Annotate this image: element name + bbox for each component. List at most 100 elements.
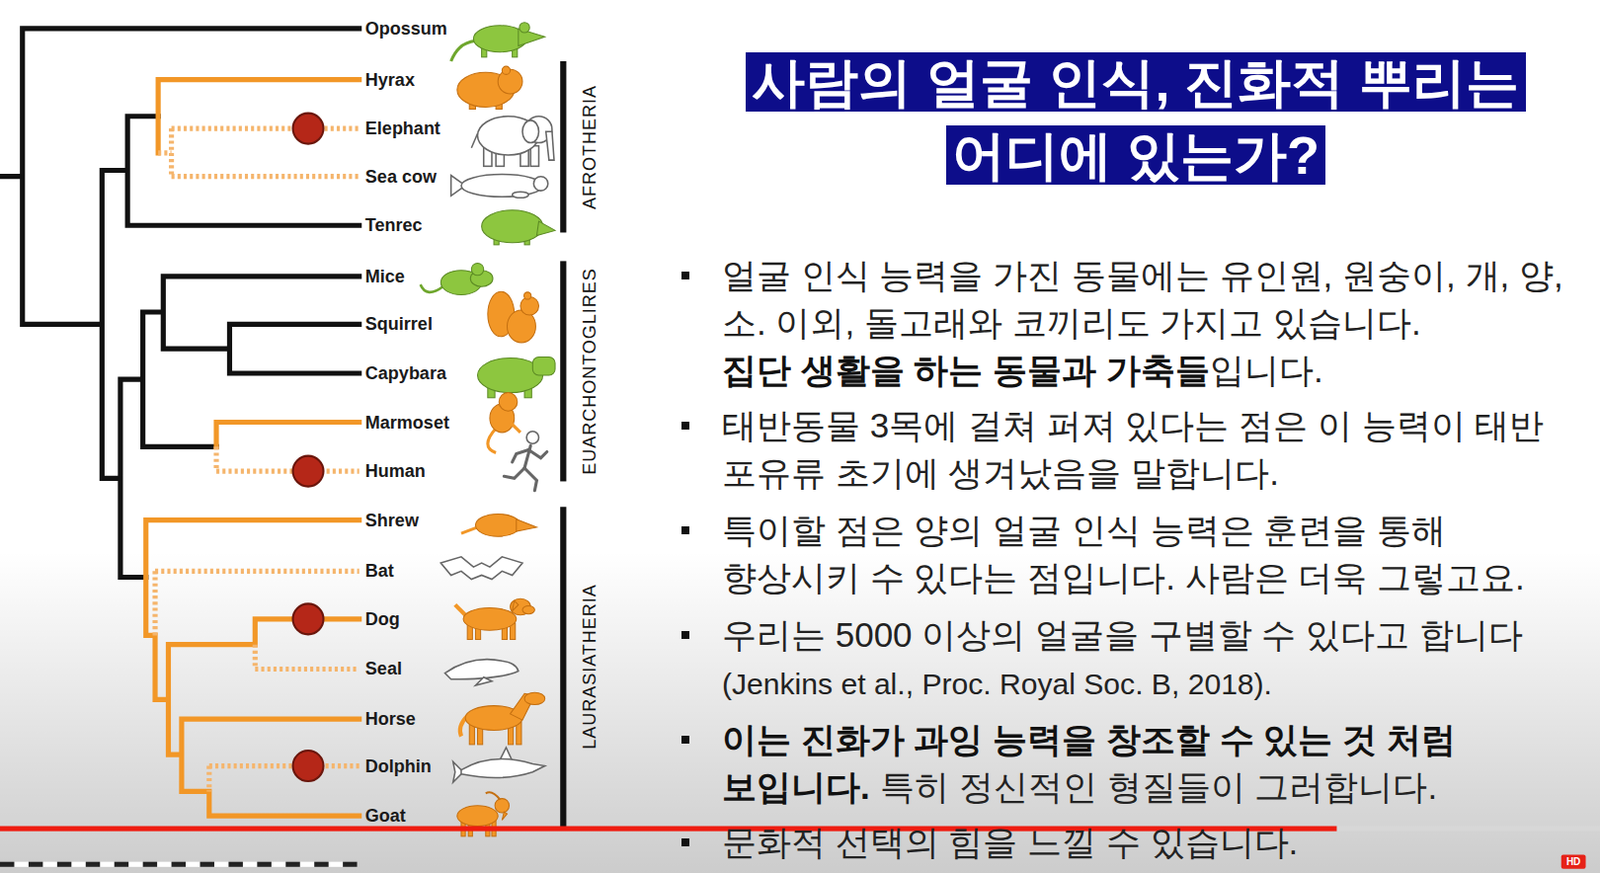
dog-icon (522, 605, 535, 614)
horse-icon (460, 692, 546, 745)
tree-branch (0, 28, 360, 578)
taxon-label: Elephant (365, 119, 441, 138)
taxon-label: Marmoset (365, 413, 450, 432)
marmoset-icon (487, 393, 521, 454)
chapter-marks (0, 862, 14, 868)
hyrax-icon (497, 69, 523, 94)
chapter-marks (285, 862, 300, 868)
goat-icon (501, 811, 507, 820)
mouse-icon (420, 262, 493, 295)
taxon-label: Hyrax (365, 71, 415, 89)
taxon-label: Opossum (365, 19, 448, 38)
sea-cow-icon (461, 174, 544, 198)
tree-branch (0, 28, 360, 578)
taxon-label: Mice (365, 267, 405, 286)
hyrax-icon (501, 66, 510, 75)
chapter-marks (256, 862, 271, 868)
dolphin-icon (453, 747, 546, 783)
face-recognition-dot (293, 456, 324, 487)
chapter-marks (200, 862, 215, 868)
title-text: 사람의 얼굴 인식, 진화적 뿌리는 어디에 있는가? (745, 52, 1525, 185)
dolphin-icon (461, 759, 546, 779)
elephant-icon (478, 116, 540, 156)
human-icon (503, 468, 525, 479)
squirrel-icon (524, 292, 532, 300)
chapter-marks (0, 862, 358, 868)
marmoset-icon (510, 422, 521, 433)
dog-icon (512, 600, 519, 611)
taxon-label: Seal (365, 659, 402, 678)
capybara-icon (478, 356, 557, 398)
human-icon (528, 449, 548, 458)
squirrel-icon (487, 291, 540, 343)
bullet-item: 이는 진화가 과잉 능력을 창조할 수 있는 것 처럼 보입니다.특히 정신적인… (721, 716, 1586, 811)
taxon-label: Tenrec (365, 216, 423, 235)
clade-label: EUARCHONTOGLIRES (580, 267, 599, 476)
clade-label: LAURASIATHERIA (580, 584, 599, 751)
bullet-line-group: 문화적 선택의 힘을 느낄 수 있습니다. (721, 818, 1586, 867)
goat-icon (485, 792, 500, 800)
opossum-icon (451, 40, 477, 62)
dog-icon (455, 604, 466, 615)
chapter-marks (85, 862, 100, 868)
taxon-label: Dog (365, 610, 400, 629)
taxon-label: Human (365, 462, 426, 480)
clade-bracket (560, 61, 566, 233)
chapter-marks (314, 862, 328, 868)
clade-bracket (560, 61, 566, 829)
bullet-text: 문화적 선택의 힘을 느낄 수 있습니다. (721, 822, 1298, 862)
tenrec-icon (481, 210, 556, 245)
progress-bar-rest (1336, 825, 1600, 831)
taxon-label: Squirrel (365, 315, 433, 333)
chapter-marks (0, 862, 358, 868)
horse-icon (524, 692, 546, 705)
dog-icon (463, 607, 517, 631)
sea-cow-icon (451, 174, 549, 199)
bullet-text: 태반동물 3목에 걸쳐 퍼져 있다는 점은 이 능력이 태반 포유류 초기에 생… (721, 405, 1544, 492)
shrew-icon (461, 527, 479, 534)
tree-branch-dotted (155, 128, 360, 792)
shrew-icon (461, 513, 537, 537)
video-shade (0, 551, 1600, 873)
bullet-text: 특히 정신적인 형질들이 그러합니다. (880, 767, 1438, 806)
bullet-line-group: 태반동물 3목에 걸쳐 퍼져 있다는 점은 이 능력이 태반 포유류 초기에 생… (721, 401, 1586, 497)
elephant-icon (530, 146, 539, 167)
squirrel-icon (520, 297, 540, 317)
shrew-icon (475, 513, 520, 537)
seal-icon (444, 659, 518, 686)
bat-icon (440, 557, 523, 580)
tenrec-icon (536, 221, 556, 236)
bullet-text: 얼굴 인식 능력을 가진 동물에는 유인원, 원숭이, 개, 양, 소. 이외,… (721, 255, 1564, 342)
human-icon (526, 431, 539, 444)
taxon-label: Capybara (365, 364, 447, 383)
goat-icon (457, 805, 498, 827)
bullet-text: 특이할 점은 양의 얼굴 인식 능력은 훈련을 통해 향상시키 수 있다는 점입… (721, 510, 1525, 597)
bullet-item: 문화적 선택의 힘을 느낄 수 있습니다. (721, 818, 1586, 867)
marmoset-icon (498, 393, 518, 412)
sea-cow-icon (512, 191, 530, 198)
bat-icon (440, 557, 523, 580)
chapter-marks (57, 862, 72, 868)
dog-icon (455, 598, 536, 640)
capybara-icon (532, 356, 556, 376)
taxon-label: Bat (365, 561, 395, 580)
bullet-item: 태반동물 3목에 걸쳐 퍼져 있다는 점은 이 능력이 태반 포유류 초기에 생… (721, 401, 1586, 497)
human-icon (503, 431, 547, 491)
clade-bracket (560, 260, 566, 481)
clade-label: AFROTHERIA (580, 84, 599, 210)
bullet-item: 우리는 5000 이상의 얼굴을 구별할 수 있다고 합니다(Jenkins e… (721, 611, 1586, 709)
bullet-item: 특이할 점은 양의 얼굴 인식 능력은 훈련을 통해 향상시키 수 있다는 점입… (721, 506, 1586, 602)
human-icon (524, 468, 537, 491)
human-icon (512, 449, 530, 462)
taxon-label: Dolphin (365, 757, 432, 776)
bullet-text: 입니다. (1209, 350, 1324, 390)
taxon-label: Goat (365, 806, 406, 825)
bullet-item: 얼굴 인식 능력을 가진 동물에는 유인원, 원숭이, 개, 양, 소. 이외,… (721, 251, 1586, 395)
elephant-icon (522, 120, 540, 144)
tree-branch-highlight (146, 80, 360, 817)
goat-icon (494, 799, 509, 813)
mouse-icon (471, 262, 483, 275)
face-recognition-dot (293, 113, 324, 782)
opossum-icon (451, 22, 546, 62)
